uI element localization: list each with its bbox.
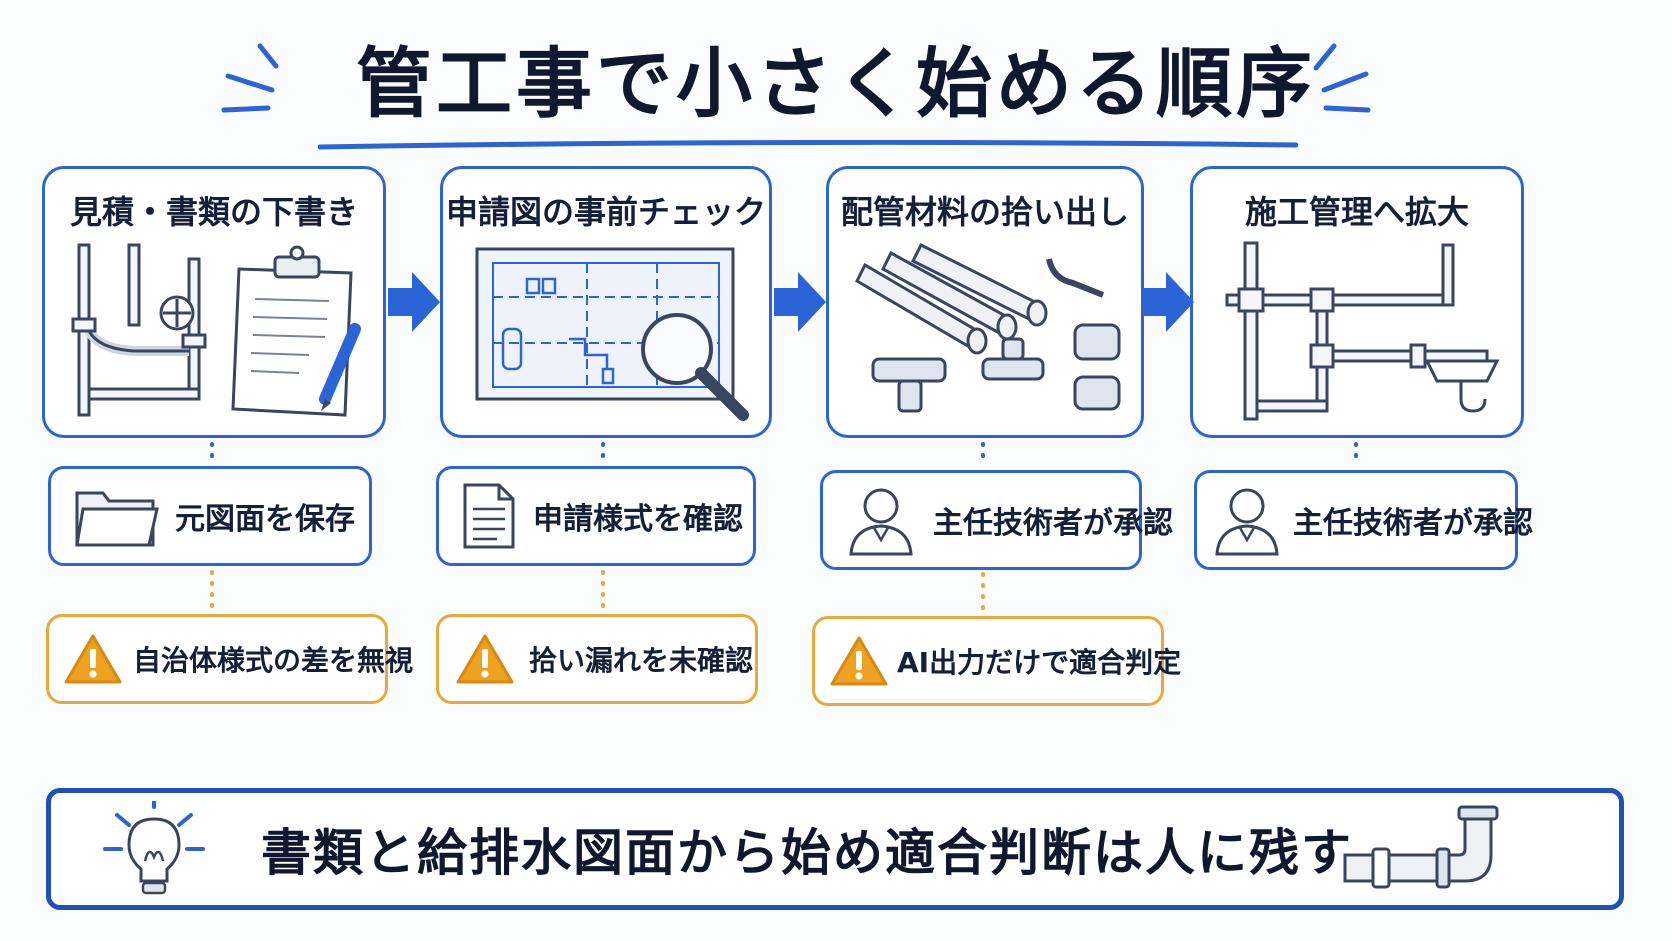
warning-icon: [456, 634, 514, 684]
check-label: 主任技術者が承認: [1293, 506, 1533, 541]
step-card-1: 見積・書類の下書き: [42, 166, 386, 438]
warning-label: 拾い漏れを未確認: [529, 644, 754, 677]
pipes-fittings-illustration: [855, 242, 1121, 413]
step-title: 配管材料の拾い出し: [840, 193, 1129, 231]
check-box-1: 元図面を保存: [48, 466, 372, 566]
check-label: 主任技術者が承認: [933, 506, 1173, 541]
warning-box-2: 拾い漏れを未確認: [436, 614, 758, 704]
check-box-2: 申請様式を確認: [436, 466, 756, 566]
warning-label: 自治体様式の差を無視: [133, 644, 414, 677]
title-underline: [318, 140, 1298, 150]
check-box-3: 主任技術者が承認: [820, 470, 1173, 570]
title-spark-left-icon: [221, 43, 279, 113]
summary-text: 書類と給排水図面から始め適合判断は人に残す: [261, 824, 1353, 882]
flow-arrow-3: [1142, 272, 1194, 332]
folder-icon: [75, 491, 159, 547]
step-title: 申請図の事前チェック: [445, 193, 766, 231]
summary-banner: 書類と給排水図面から始め適合判断は人に残す: [46, 788, 1624, 910]
warning-label: AI出力だけで適合判定: [897, 646, 1182, 679]
warning-box-3: AI出力だけで適合判定: [812, 616, 1181, 706]
blueprint-magnifier-illustration: [475, 247, 749, 421]
engineer-icon: [1215, 488, 1279, 556]
flow-arrow-1: [388, 272, 440, 332]
warning-box-1: 自治体様式の差を無視: [46, 614, 413, 704]
step-title: 施工管理へ拡大: [1244, 193, 1469, 231]
step-card-4: 施工管理へ拡大: [1190, 166, 1524, 438]
check-box-4: 主任技術者が承認: [1194, 470, 1533, 570]
title-spark-right-icon: [1313, 43, 1371, 113]
warning-icon: [830, 636, 888, 686]
pipes-clipboard-illustration: [71, 243, 361, 417]
check-label: 元図面を保存: [175, 502, 355, 537]
step-card-3: 配管材料の拾い出し: [826, 166, 1144, 438]
document-icon: [463, 483, 515, 549]
plumbing-system-illustration: [1225, 241, 1500, 421]
check-label: 申請様式を確認: [533, 502, 743, 537]
pipe-elbow-icon: [1343, 805, 1499, 889]
lightbulb-icon: [103, 801, 205, 895]
page-title: 管工事で小さく始める順序: [356, 39, 1316, 128]
flow-arrow-2: [774, 272, 826, 332]
engineer-icon: [849, 488, 913, 556]
step-title: 見積・書類の下書き: [69, 193, 358, 231]
warning-icon: [64, 634, 122, 684]
step-card-2: 申請図の事前チェック: [440, 166, 772, 438]
